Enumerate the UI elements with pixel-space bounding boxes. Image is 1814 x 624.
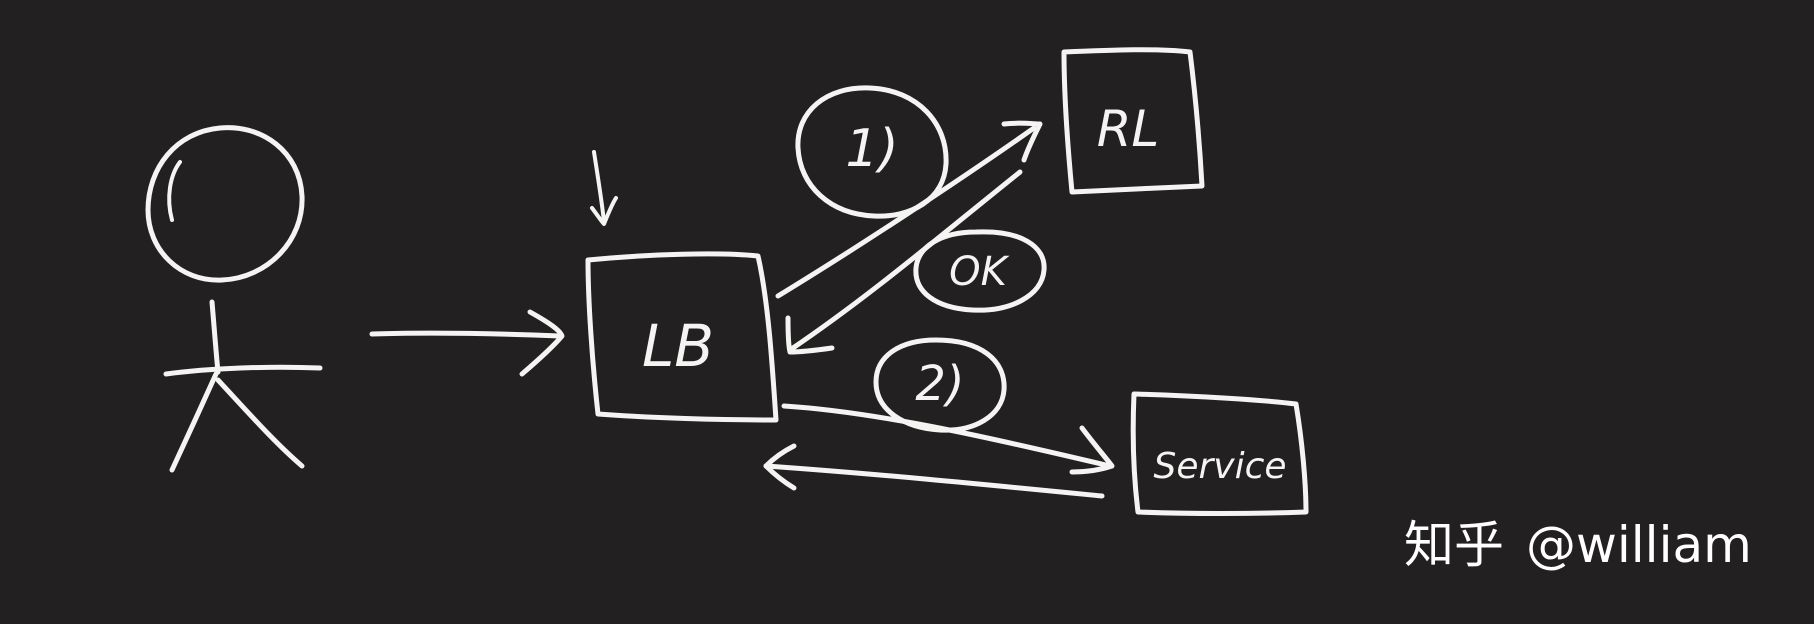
step-1-bubble: 1) [795,85,949,219]
user-right-leg [215,377,305,469]
ok-label: OK [949,249,1009,295]
rl-label: RL [1097,100,1160,158]
lb-node: LB [585,251,779,423]
user-head [145,125,305,283]
service-label: Service [1153,446,1286,487]
rl-node: RL [1061,47,1205,195]
step-2-label: 2) [915,356,964,412]
user-face-mark [167,160,182,222]
user-body [209,299,221,375]
user-to-lb-arrow [369,309,565,377]
rl-to-lb-arrow [785,169,1023,355]
service-node: Service [1130,391,1309,516]
step-1-label: 1) [845,119,898,179]
lb-label: LB [642,312,714,380]
user-left-leg [169,371,219,473]
lb-to-service-arrow [781,403,1115,475]
ok-circle [913,229,1047,313]
step-1-circle [795,85,949,219]
user-arms [163,364,323,377]
lb-to-rl-arrow [775,120,1043,299]
pointer-arrow-icon [590,150,618,226]
rl-box [1061,47,1205,195]
zhihu-watermark: 知乎 @william [1404,515,1752,575]
user-stick-figure-icon [145,125,323,473]
service-to-lb-arrow [763,443,1105,499]
watermark-handle: @william [1526,516,1752,574]
lb-box [585,251,779,423]
service-box [1130,391,1309,516]
ok-bubble: OK [913,229,1047,313]
step-2-bubble: 2) [873,337,1007,433]
watermark-site: 知乎 [1404,516,1504,574]
